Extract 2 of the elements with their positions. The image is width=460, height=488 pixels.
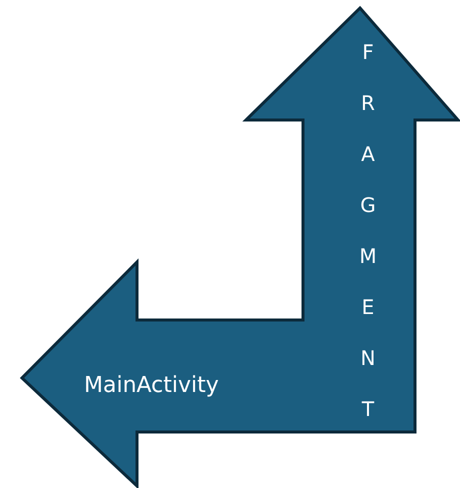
arrow-label: MainActivity [84,372,219,400]
vertical-label: FRAGMENT [357,40,379,448]
